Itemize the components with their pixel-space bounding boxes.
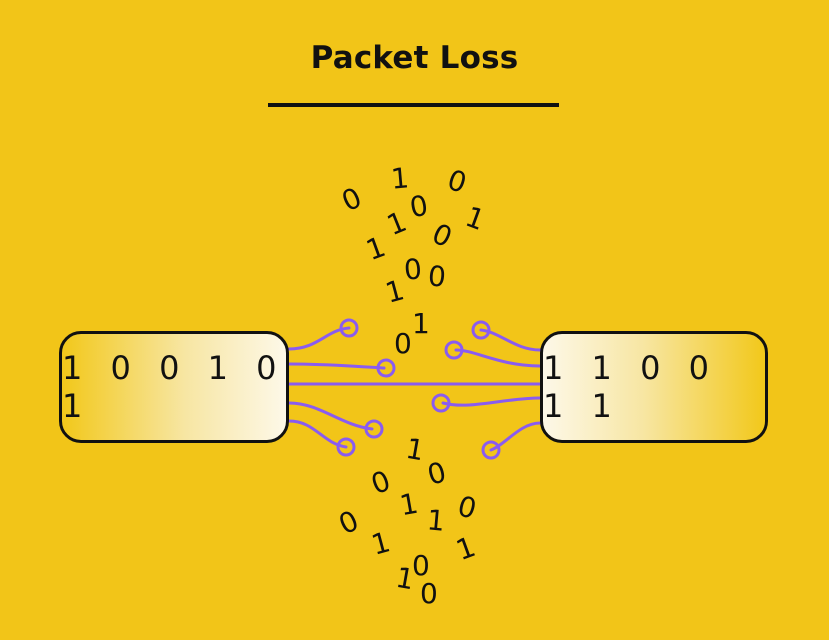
bottom-bit-11: 0 [420, 577, 438, 610]
top-bit-12: 1 [412, 307, 430, 340]
left-node: 1 0 0 1 0 1 [59, 331, 289, 443]
top-bit-2: 1 [389, 161, 411, 196]
endpoint-circle-8 [481, 440, 501, 460]
endpoint-circle-4 [336, 437, 356, 457]
wire-bottom-right-2 [489, 421, 542, 452]
left-node-label: 1 0 0 1 0 1 [62, 349, 286, 425]
endpoint-circle-6 [444, 340, 464, 360]
wire-bottom-right-1 [441, 396, 542, 407]
wire-top-right-1 [479, 328, 542, 352]
wire-endpoints [336, 318, 501, 460]
top-bit-10: 0 [402, 252, 424, 287]
wire-bottom-left-1 [287, 401, 374, 431]
title-underline [268, 103, 559, 107]
top-bit-11: 0 [426, 259, 448, 294]
endpoint-circle-1 [339, 318, 359, 338]
bottom-bit-9: 0 [412, 549, 430, 582]
endpoint-circle-5 [471, 320, 491, 340]
endpoint-circle-3 [364, 419, 384, 439]
wire-top-left-1 [287, 326, 351, 351]
wire-bottom-left-2 [287, 419, 348, 449]
page-title: Packet Loss [310, 40, 519, 76]
right-node-label: 1 1 0 0 1 1 [543, 349, 718, 425]
bottom-bit-5: 1 [425, 503, 447, 538]
wire-top-left-2 [287, 362, 386, 370]
right-node: 1 1 0 0 1 1 [540, 331, 768, 443]
endpoint-circle-7 [431, 393, 451, 413]
top-bit-13: 0 [394, 327, 412, 360]
endpoint-circle-2 [376, 358, 396, 378]
